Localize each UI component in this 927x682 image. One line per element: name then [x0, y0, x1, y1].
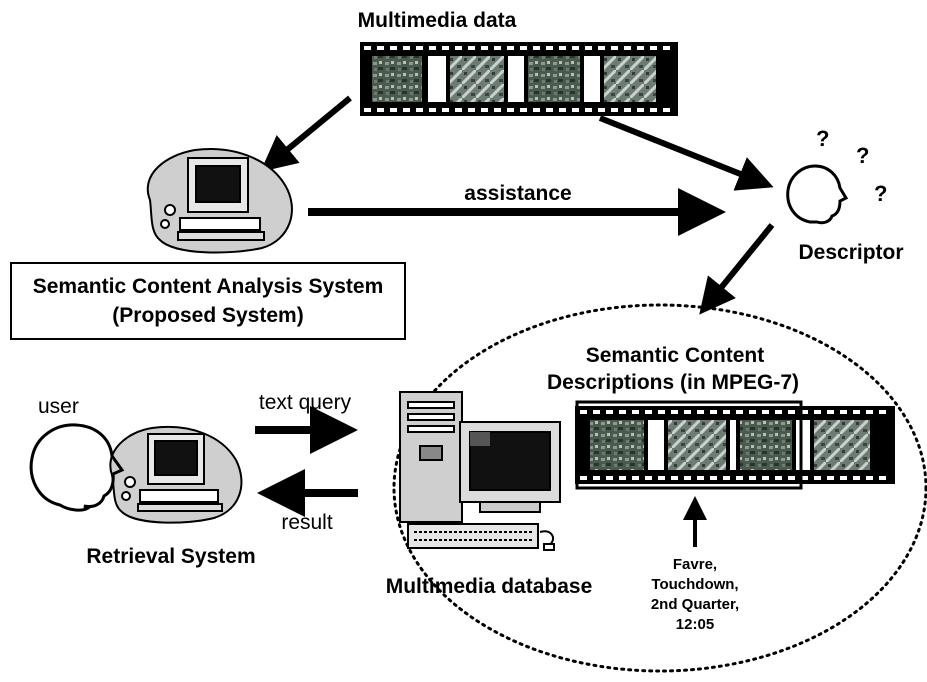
assistance-label: assistance	[464, 182, 572, 205]
arrow-descriptor-to-descriptions	[699, 223, 775, 315]
semantic-descriptions-line1: Semantic Content	[585, 344, 765, 367]
multimedia-data-label: Multimedia data	[357, 9, 517, 32]
question-mark-2: ?	[856, 143, 870, 168]
semantic-analysis-system-box	[10, 262, 406, 340]
film-frame-7	[740, 420, 792, 470]
film-frame-blank-2	[508, 56, 524, 102]
bottom-film-strip	[575, 400, 895, 490]
text-query-label: text query	[258, 391, 352, 414]
tag-line-2: Touchdown,	[651, 576, 739, 593]
film-frame-blank-1	[428, 56, 446, 102]
film-frame-blank-6	[730, 420, 736, 470]
system-title-line1: Semantic Content Analysis System	[32, 275, 384, 298]
arrow-data-to-analysis	[260, 95, 352, 172]
film-frame-5	[590, 420, 644, 470]
result-label: result	[281, 511, 333, 534]
film-frame-4	[604, 56, 656, 102]
film-frame-3	[528, 56, 580, 102]
film-frame-2	[450, 56, 504, 102]
tag-line-1: Favre,	[672, 556, 718, 573]
multimedia-database-label: Multimedia database	[385, 575, 593, 598]
film-frame-blank-3	[584, 56, 600, 102]
user-label: user	[38, 395, 79, 418]
film-frame-blank-5	[648, 420, 664, 470]
film-frame-6	[668, 420, 726, 470]
question-mark-3: ?	[874, 181, 888, 206]
analysis-computer-icon	[146, 148, 293, 254]
retrieval-computer-icon	[109, 426, 243, 524]
user-head-icon	[29, 423, 125, 512]
top-film-strip	[360, 42, 678, 116]
descriptor-head-icon	[786, 164, 849, 225]
annotation-tag: Favre, Touchdown, 2nd Quarter, 12:05	[651, 555, 739, 635]
tag-line-3: 2nd Quarter,	[650, 596, 740, 613]
bottom-film-perforations	[580, 410, 886, 480]
film-frame-8	[814, 420, 870, 470]
system-title-line2: (Proposed System)	[112, 304, 304, 327]
semantic-descriptions-line2: Descriptions (in MPEG-7)	[546, 371, 800, 394]
arrow-data-to-descriptor	[598, 115, 774, 191]
retrieval-system-label: Retrieval System	[86, 545, 256, 568]
film-frame-1	[372, 56, 422, 102]
database-region-ellipse	[392, 303, 927, 673]
descriptor-label: Descriptor	[798, 241, 904, 264]
question-mark-1: ?	[816, 126, 830, 151]
database-computer-icon	[399, 391, 561, 551]
tag-line-4: 12:05	[675, 616, 715, 633]
film-selected-segment-box	[575, 400, 803, 490]
top-film-perforations	[364, 46, 670, 112]
film-frame-blank-7	[796, 420, 810, 470]
